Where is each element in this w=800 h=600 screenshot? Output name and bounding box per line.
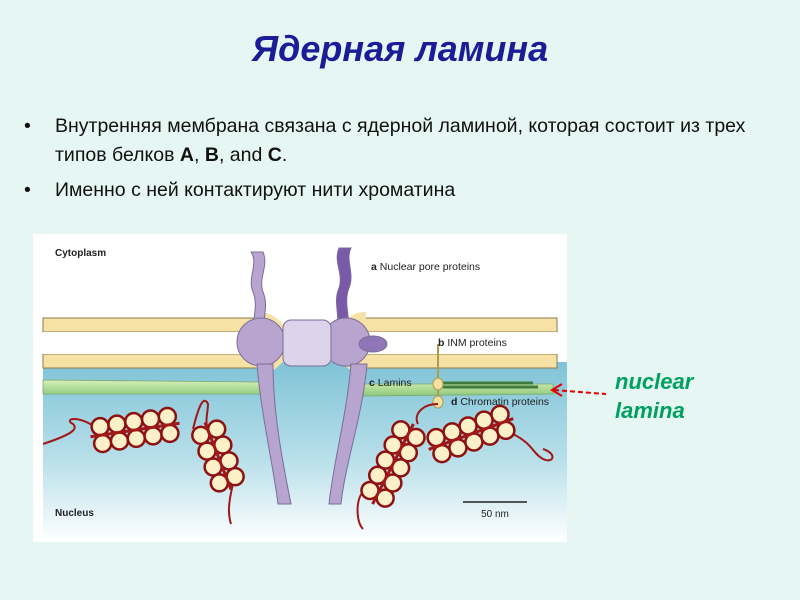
protein-a: A [179, 144, 194, 166]
nuclear-lamina-annotation: nuclear lamina [615, 367, 693, 425]
label-d: d Chromatin proteins [451, 396, 549, 408]
chromatin-fibers [42, 399, 554, 530]
nucleosome [107, 414, 127, 434]
nucleosome [126, 428, 147, 449]
bullet-text: Внутренняя мембрана связана с ядерной ла… [55, 115, 746, 166]
nucleosome [160, 423, 180, 444]
chromatin-fiber [428, 417, 514, 451]
chromatin-fiber [42, 418, 99, 445]
nucleosome [109, 431, 130, 451]
chromatin-fiber [415, 403, 439, 425]
sep: , [194, 144, 205, 166]
chromatin-fiber [512, 433, 554, 462]
slide-title: Ядерная ламина [251, 28, 549, 69]
sep: . [281, 144, 288, 166]
chromatin-fiber [371, 423, 415, 505]
bullet-text: Именно с ней контактируют нити хроматина [55, 179, 456, 201]
nucleosome [123, 411, 144, 432]
annotation-line: lamina [615, 398, 685, 423]
nucleosome [90, 416, 110, 437]
label-b: b INM proteins [438, 337, 507, 349]
lamin-filaments [433, 381, 538, 389]
label-c: c Lamins [369, 377, 412, 389]
pointer-arrow-icon [550, 383, 607, 397]
sep: , and [218, 144, 268, 166]
bullet-list: Внутренняя мембрана связана с ядерной ла… [24, 112, 764, 211]
protein-b: B [204, 144, 219, 166]
protein-c: C [267, 144, 282, 166]
chromatin-fiber [203, 421, 233, 491]
nucleosome [92, 433, 113, 454]
bullet-item: Внутренняя мембрана связана с ядерной ла… [24, 112, 764, 170]
nuclear-pore [236, 247, 388, 505]
cytoplasm-label: Cytoplasm [55, 248, 106, 259]
nucleosome [157, 406, 178, 427]
annotation-line: nuclear [615, 369, 694, 394]
label-a: a Nuclear pore proteins [371, 261, 480, 273]
bullet-item: Именно с ней контактируют нити хроматина [24, 176, 764, 205]
nuclear-envelope-diagram: Cytoplasm Nucleus a Nuclear pore protein… [33, 234, 567, 542]
nucleus-label: Nucleus [55, 508, 94, 519]
scale-bar-label: 50 nm [481, 509, 509, 520]
nucleosome [140, 409, 161, 429]
chromatin-fiber [90, 421, 180, 439]
nucleosome [143, 426, 163, 446]
